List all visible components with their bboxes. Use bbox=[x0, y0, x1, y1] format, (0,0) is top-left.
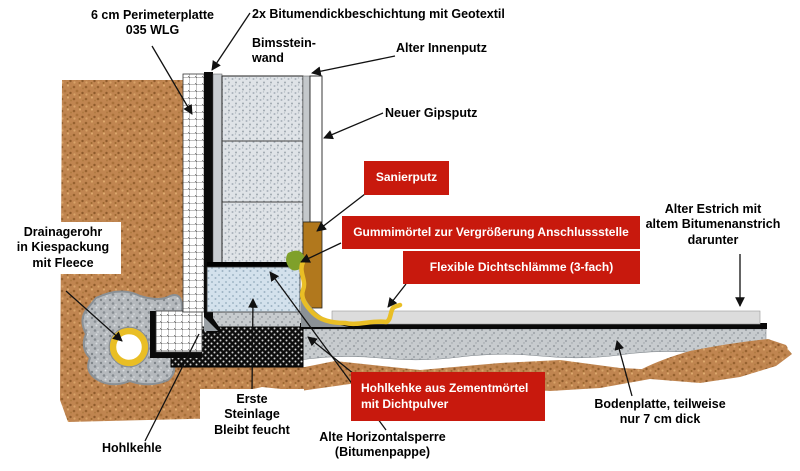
label-drainage-pipe: Drainagerohr in Kiespackung mit Fleece bbox=[5, 222, 121, 274]
label-hohlkehle: Hohlkehle bbox=[102, 441, 162, 455]
callout-cement-fillet: Hohlkehke aus Zementmörtel mit Dichtpulv… bbox=[351, 372, 545, 421]
label-first-stone-course: Erste Steinlage Bleibt feucht bbox=[200, 389, 304, 441]
footing-insulation bbox=[155, 310, 203, 353]
soil-over-slab-edge bbox=[642, 339, 788, 373]
label-old-horizontal-barrier: Alte Horizontalsperre (Bitumenpappe) bbox=[319, 430, 446, 460]
sanierputz-layer bbox=[302, 221, 323, 309]
pumice-wall bbox=[221, 75, 304, 264]
label-floor-slab: Bodenplatte, teilweise nur 7 cm dick bbox=[594, 397, 726, 427]
label-old-screed: Alter Estrich mit altem Bitumenanstrich … bbox=[645, 202, 781, 247]
interior-cement-fillet bbox=[301, 289, 349, 327]
wall-assembly bbox=[182, 72, 323, 334]
new-gypsum-layer bbox=[309, 75, 323, 223]
label-perimeter-plate: 6 cm Perimeterplatte 035 WLG bbox=[91, 8, 214, 38]
callout-sanierputz: Sanierputz bbox=[364, 161, 449, 195]
exterior-fillet bbox=[204, 317, 218, 331]
label-new-gypsum-plaster: Neuer Gipsputz bbox=[385, 106, 478, 120]
perimeter-insulation bbox=[182, 73, 206, 313]
old-bitumen-layer bbox=[300, 323, 767, 329]
floor-assembly bbox=[210, 310, 788, 373]
old-inner-plaster-layer bbox=[302, 75, 311, 223]
leader-arrows bbox=[65, 12, 745, 442]
soil-ground bbox=[60, 80, 792, 422]
label-old-inner-plaster: Alter Innenputz bbox=[396, 41, 487, 55]
old-screed-layer bbox=[331, 310, 761, 325]
footing bbox=[150, 310, 304, 368]
label-bitumen-coating: 2x Bitumendickbeschichtung mit Geotextil bbox=[252, 7, 505, 21]
callout-rubber-mortar: Gummimörtel zur Vergrößerung Anschlussst… bbox=[342, 216, 640, 249]
label-pumice-wall: Bimsstein- wand bbox=[252, 36, 316, 66]
fillets bbox=[204, 289, 349, 331]
slab-under-wall bbox=[210, 311, 303, 328]
old-horizontal-barrier-layer bbox=[207, 262, 303, 267]
flexible-slurry-line bbox=[299, 259, 403, 327]
drainage-pipe bbox=[109, 327, 149, 367]
bitumen-coating-layer bbox=[204, 72, 213, 318]
callout-flexible-slurry: Flexible Dichtschlämme (3-fach) bbox=[403, 251, 640, 284]
